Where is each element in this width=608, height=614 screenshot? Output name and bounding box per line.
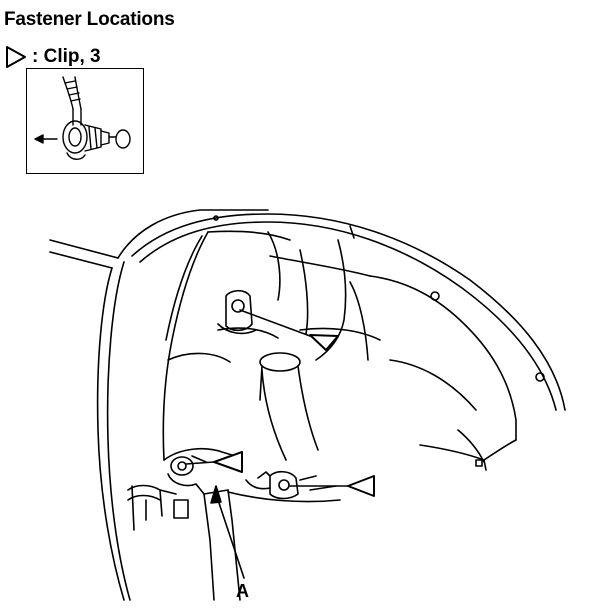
clip-marker-upper	[239, 309, 339, 351]
clip-marker-lower-right	[289, 475, 375, 497]
clip-marker-lower-left	[185, 451, 243, 473]
callout-label-a: A	[236, 581, 249, 601]
lower-center-clip-mount	[245, 470, 299, 500]
lower-suspension	[127, 475, 341, 601]
legend-text: : Clip, 3	[32, 46, 101, 67]
open-triangle-icon	[6, 46, 26, 68]
callout-a-arrow	[210, 485, 245, 579]
inner-liner	[162, 230, 517, 471]
lower-left-clip-mount	[167, 455, 229, 495]
clip-detail-drawing	[34, 76, 131, 160]
legend: : Clip, 3	[4, 45, 101, 69]
page-title: Fastener Locations	[4, 9, 175, 30]
shock-absorber	[259, 239, 347, 461]
body-panel	[49, 209, 269, 601]
upper-clip-mount	[217, 289, 257, 335]
fender-arch	[131, 213, 566, 411]
clip-detail-inset	[26, 68, 144, 174]
